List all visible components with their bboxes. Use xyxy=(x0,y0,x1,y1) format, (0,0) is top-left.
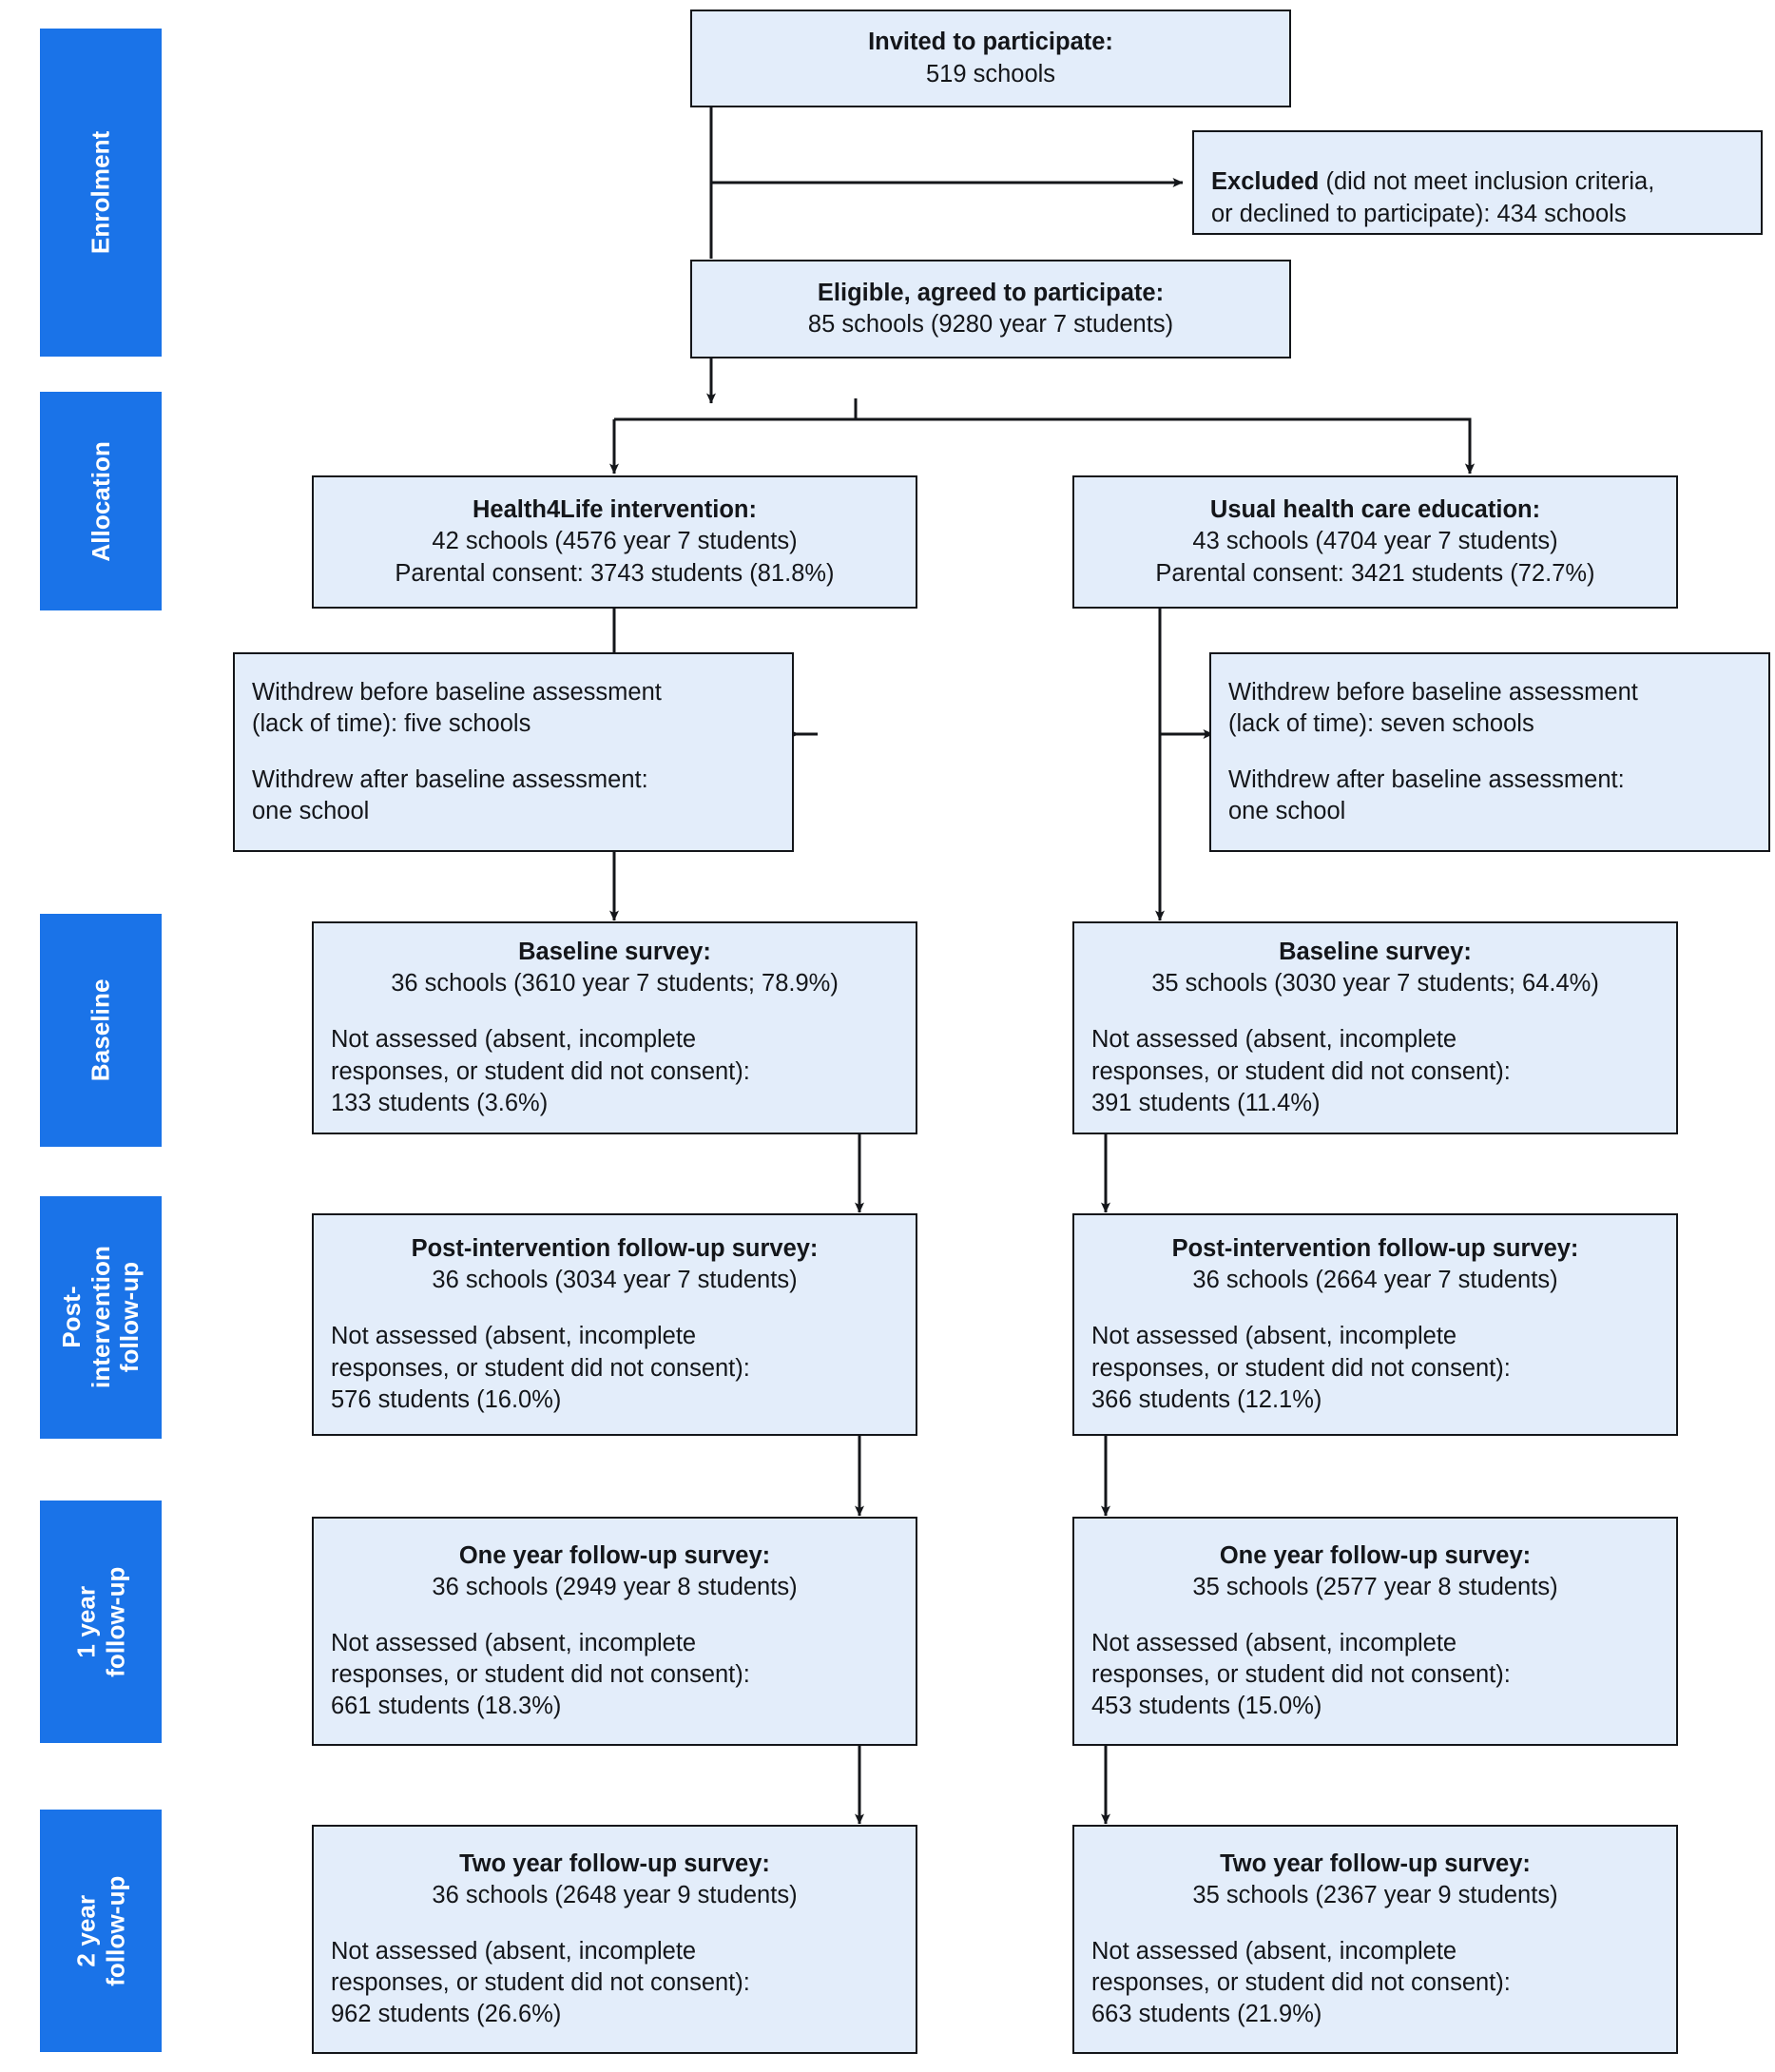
spacer xyxy=(1074,1911,1676,1936)
node-baseline-intervention-body: 36 schools (3610 year 7 students; 78.9%) xyxy=(391,970,839,997)
node-allocation-control: Usual health care education: 43 schools … xyxy=(1072,475,1678,609)
node-allocation-intervention: Health4Life intervention: 42 schools (45… xyxy=(312,475,917,609)
node-post-intervention-control: Post-intervention follow-up survey: 36 s… xyxy=(1072,1213,1678,1436)
spacer xyxy=(314,1603,916,1628)
stage-label-2-year-follow-up: 2 year follow-up xyxy=(40,1810,162,2052)
node-post-intervention-control-not-assessed: Not assessed (absent, incomplete respons… xyxy=(1091,1323,1511,1413)
node-two-year-control-title: Two year follow-up survey: xyxy=(1220,1849,1531,1877)
node-withdrew-control-line1: Withdrew before baseline assessment (lac… xyxy=(1228,678,1638,737)
spacer xyxy=(1074,999,1676,1024)
stage-label-post-intervention-follow-up: Post-intervention follow-up xyxy=(40,1196,162,1439)
node-eligible-body: 85 schools (9280 year 7 students) xyxy=(807,311,1174,338)
node-two-year-control-not-assessed: Not assessed (absent, incomplete respons… xyxy=(1091,1937,1511,2028)
node-excluded-text: Excluded (did not meet inclusion criteri… xyxy=(1194,135,1761,229)
spacer xyxy=(314,1296,916,1321)
node-baseline-intervention-title: Baseline survey: xyxy=(518,939,711,966)
node-one-year-control-title: One year follow-up survey: xyxy=(1219,1541,1532,1569)
node-baseline-control-not-assessed: Not assessed (absent, incomplete respons… xyxy=(1091,1026,1511,1116)
node-baseline-control-body: 35 schools (3030 year 7 students; 64.4%) xyxy=(1151,970,1599,997)
node-baseline-control-title: Baseline survey: xyxy=(1279,939,1472,966)
node-allocation-intervention-body: 42 schools (4576 year 7 students) Parent… xyxy=(395,528,835,587)
node-excluded-lead: Excluded xyxy=(1211,168,1320,196)
spacer xyxy=(235,740,792,765)
node-post-intervention-intervention-title: Post-intervention follow-up survey: xyxy=(411,1235,819,1263)
node-withdrew-control: Withdrew before baseline assessment (lac… xyxy=(1209,652,1770,852)
node-baseline-intervention: Baseline survey: 36 schools (3610 year 7… xyxy=(312,921,917,1134)
node-one-year-intervention-body: 36 schools (2949 year 8 students) xyxy=(432,1573,798,1600)
spacer xyxy=(1211,740,1768,765)
stage-label-baseline-text: Baseline xyxy=(86,978,115,1082)
node-post-intervention-control-title: Post-intervention follow-up survey: xyxy=(1171,1235,1579,1263)
stage-label-enrolment-text: Enrolment xyxy=(86,130,115,255)
node-withdrew-intervention-line2: Withdrew after baseline assessment: one … xyxy=(252,766,648,825)
node-invited-body: 519 schools xyxy=(925,60,1056,87)
stage-label-allocation-text: Allocation xyxy=(86,440,115,562)
node-baseline-control: Baseline survey: 35 schools (3030 year 7… xyxy=(1072,921,1678,1134)
node-invited-to-participate: Invited to participate: 519 schools xyxy=(690,10,1291,107)
node-two-year-control-body: 35 schools (2367 year 9 students) xyxy=(1192,1881,1558,1908)
node-two-year-intervention-title: Two year follow-up survey: xyxy=(459,1849,770,1877)
stage-label-2-year-follow-up-text: 2 year follow-up xyxy=(71,1875,129,1986)
node-baseline-intervention-not-assessed: Not assessed (absent, incomplete respons… xyxy=(331,1026,750,1116)
node-invited-title: Invited to participate: xyxy=(868,29,1113,56)
node-allocation-control-title: Usual health care education: xyxy=(1209,496,1541,524)
node-withdrew-control-line2: Withdrew after baseline assessment: one … xyxy=(1228,766,1625,825)
node-post-intervention-intervention: Post-intervention follow-up survey: 36 s… xyxy=(312,1213,917,1436)
node-excluded-rest: (did not meet inclusion criteria, or dec… xyxy=(1211,168,1655,227)
node-one-year-control-not-assessed: Not assessed (absent, incomplete respons… xyxy=(1091,1629,1511,1720)
node-allocation-control-body: 43 schools (4704 year 7 students) Parent… xyxy=(1155,528,1595,587)
node-one-year-intervention: One year follow-up survey: 36 schools (2… xyxy=(312,1517,917,1746)
stage-label-1-year-follow-up: 1 year follow-up xyxy=(40,1501,162,1743)
node-two-year-intervention-body: 36 schools (2648 year 9 students) xyxy=(432,1881,798,1908)
node-post-intervention-intervention-not-assessed: Not assessed (absent, incomplete respons… xyxy=(331,1323,750,1413)
node-post-intervention-intervention-body: 36 schools (3034 year 7 students) xyxy=(432,1267,798,1294)
stage-label-enrolment: Enrolment xyxy=(40,29,162,357)
stage-label-allocation: Allocation xyxy=(40,392,162,610)
spacer xyxy=(1074,1296,1676,1321)
stage-label-post-intervention-follow-up-text: Post-intervention follow-up xyxy=(56,1246,145,1389)
node-withdrew-intervention-line1: Withdrew before baseline assessment (lac… xyxy=(252,678,662,737)
spacer xyxy=(314,1911,916,1936)
node-eligible-title: Eligible, agreed to participate: xyxy=(817,279,1165,306)
node-withdrew-intervention: Withdrew before baseline assessment (lac… xyxy=(233,652,794,852)
node-one-year-intervention-not-assessed: Not assessed (absent, incomplete respons… xyxy=(331,1629,750,1720)
spacer xyxy=(314,999,916,1024)
node-post-intervention-control-body: 36 schools (2664 year 7 students) xyxy=(1192,1267,1558,1294)
spacer xyxy=(1074,1603,1676,1628)
stage-label-1-year-follow-up-text: 1 year follow-up xyxy=(71,1566,129,1677)
stage-label-baseline: Baseline xyxy=(40,914,162,1147)
node-excluded: Excluded (did not meet inclusion criteri… xyxy=(1192,130,1763,235)
node-one-year-intervention-title: One year follow-up survey: xyxy=(458,1541,771,1569)
node-two-year-intervention: Two year follow-up survey: 36 schools (2… xyxy=(312,1825,917,2054)
node-two-year-control: Two year follow-up survey: 35 schools (2… xyxy=(1072,1825,1678,2054)
node-eligible-agreed: Eligible, agreed to participate: 85 scho… xyxy=(690,260,1291,358)
node-two-year-intervention-not-assessed: Not assessed (absent, incomplete respons… xyxy=(331,1937,750,2028)
node-one-year-control-body: 35 schools (2577 year 8 students) xyxy=(1192,1573,1558,1600)
node-allocation-intervention-title: Health4Life intervention: xyxy=(473,496,757,524)
node-one-year-control: One year follow-up survey: 35 schools (2… xyxy=(1072,1517,1678,1746)
